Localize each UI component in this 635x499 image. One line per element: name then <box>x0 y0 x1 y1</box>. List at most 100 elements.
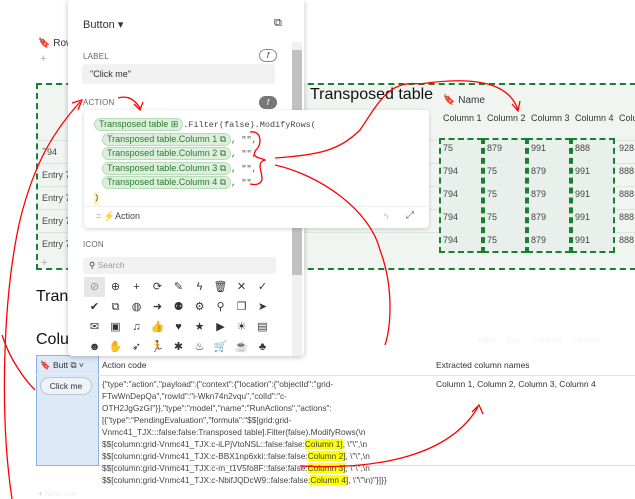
icon-option-10-icon[interactable]: ⧉ <box>111 301 120 313</box>
icon-option-25-icon[interactable]: ☀ <box>236 321 247 333</box>
lightning-icon[interactable]: ϟ <box>384 211 389 221</box>
icon-option-33-icon[interactable]: 🛒 <box>213 341 228 353</box>
table-chip[interactable]: Transposed table ⊞ <box>94 118 184 131</box>
table-cell[interactable]: 991 <box>575 189 591 199</box>
icon-option-28-icon[interactable]: ✋ <box>108 341 123 353</box>
table-cell[interactable]: 794 <box>443 212 459 222</box>
icon-option-1-icon[interactable]: ⊕ <box>110 281 121 293</box>
action-code-cell: {"type":"action","payload":{"context":{"… <box>102 378 428 486</box>
icon-option-13-icon[interactable]: ⚉ <box>173 301 184 313</box>
icon-option-8-icon[interactable]: ✓ <box>257 281 268 293</box>
icon-option-34-icon[interactable]: ☕ <box>234 341 249 353</box>
icon-option-27-icon[interactable]: ☻ <box>88 341 101 353</box>
column-chip[interactable]: Transposed table.Column 4 ⧉ <box>102 176 232 189</box>
columns-button[interactable]: Columns <box>530 336 563 345</box>
table-cell[interactable]: 991 <box>575 166 591 176</box>
column-settings-icon[interactable]: ⧉ <box>274 17 282 29</box>
result-type-label: Action <box>115 211 141 221</box>
icon-option-30-icon[interactable]: 🏃 <box>150 341 165 353</box>
icon-option-17-icon[interactable]: ➤ <box>257 301 268 313</box>
icon-option-5-icon[interactable]: ϟ <box>196 281 203 293</box>
column-header[interactable]: Column 3 <box>531 113 570 123</box>
column-chip[interactable]: Transposed table.Column 3 ⧉ <box>102 161 232 175</box>
table-cell[interactable]: 794 <box>443 166 459 176</box>
icon-option-16-icon[interactable]: ❐ <box>236 301 247 313</box>
icon-option-0-icon[interactable]: ⊘ <box>84 277 105 297</box>
table-cell[interactable]: 879 <box>487 143 503 153</box>
highlighted-column-name: Column 3] <box>307 463 346 473</box>
expand-icon[interactable]: ⤢ <box>406 210 414 221</box>
button-column[interactable] <box>36 355 99 466</box>
icon-option-11-icon[interactable]: ◍ <box>131 301 142 313</box>
formula-toggle-icon[interactable]: f <box>259 96 277 109</box>
icon-option-12-icon[interactable]: ➜ <box>152 301 163 313</box>
icon-option-9-icon[interactable]: ✔ <box>89 301 100 313</box>
icon-option-21-icon[interactable]: 👍 <box>150 321 165 333</box>
column-chip[interactable]: Transposed table.Column 1 ⧉ <box>102 132 232 146</box>
row-label: Row <box>53 38 74 49</box>
table-cell[interactable]: 991 <box>575 235 591 245</box>
table-cell[interactable]: 928 <box>619 143 635 153</box>
action-code-header[interactable]: Action code <box>102 360 147 370</box>
extracted-header[interactable]: Extracted column names <box>436 360 530 370</box>
column-header[interactable]: Column 4 <box>575 113 614 123</box>
icon-option-23-icon[interactable]: ★ <box>194 321 205 333</box>
filter-button[interactable]: Filter <box>478 336 496 345</box>
formula-separator: , "" <box>231 178 252 188</box>
add-row-button[interactable]: + <box>41 257 48 269</box>
table-cell[interactable]: 991 <box>531 143 547 153</box>
icon-option-24-icon[interactable]: ▶ <box>216 321 225 333</box>
table-cell[interactable]: 75 <box>443 143 454 153</box>
icon-option-26-icon[interactable]: ▤ <box>257 321 268 333</box>
formula-editor[interactable]: Transposed table ⊞.Filter(false).ModifyR… <box>84 110 429 228</box>
icon-option-20-icon[interactable]: ♫ <box>132 321 141 333</box>
icon-option-15-icon[interactable]: ⚲ <box>216 301 225 313</box>
icon-option-7-icon[interactable]: ✕ <box>236 281 247 293</box>
column-header[interactable]: Column 1 <box>443 113 482 123</box>
code-line: $$[column:grid-Vnmc41_TJX:c-NbifJQDcW9::… <box>102 474 428 486</box>
column-header[interactable]: Column 2 <box>487 113 526 123</box>
table-cell[interactable]: 794 <box>443 235 459 245</box>
icon-option-32-icon[interactable]: ♨ <box>194 341 205 353</box>
icon-option-14-icon[interactable]: ⚙ <box>194 301 205 313</box>
icon-option-31-icon[interactable]: ✱ <box>173 341 184 353</box>
icon-option-4-icon[interactable]: ✎ <box>173 281 184 293</box>
table-cell[interactable]: 879 <box>531 212 547 222</box>
table-cell[interactable]: 75 <box>487 235 498 245</box>
options-button[interactable]: Options <box>572 336 601 345</box>
table-cell[interactable]: 888 <box>619 235 635 245</box>
table-cell[interactable]: 879 <box>531 189 547 199</box>
icon-option-2-icon[interactable]: + <box>133 281 140 293</box>
table-cell[interactable]: 794 <box>443 189 459 199</box>
button-column-header[interactable]: 🔖 Butt ⧉ ˅ <box>40 360 84 370</box>
icon-option-6-icon[interactable]: 🗑 <box>213 281 228 293</box>
new-row-button[interactable]: + New row <box>38 489 77 498</box>
table-cell[interactable]: 888 <box>575 143 591 153</box>
formula-toggle-icon[interactable]: f <box>259 49 277 62</box>
table-cell[interactable]: 75 <box>487 189 498 199</box>
panel-title[interactable]: Button ▾ <box>83 19 124 31</box>
click-me-button[interactable]: Click me <box>40 377 92 395</box>
label-input[interactable]: "Click me" <box>82 64 275 84</box>
table-cell[interactable]: 991 <box>575 212 591 222</box>
column-chip[interactable]: Transposed table.Column 2 ⧉ <box>102 147 232 160</box>
sort-button[interactable]: Sort <box>506 336 521 345</box>
icon-option-29-icon[interactable]: ➶ <box>131 341 142 353</box>
icon-option-19-icon[interactable]: ▣ <box>110 321 121 333</box>
icon-option-3-icon[interactable]: ⟳ <box>152 281 163 293</box>
table-cell[interactable]: 75 <box>487 166 498 176</box>
table-cell[interactable]: 888 <box>619 212 635 222</box>
table-cell[interactable]: 888 <box>619 166 635 176</box>
icon-search-input[interactable]: ⚲ Search <box>83 257 276 274</box>
table-cell[interactable]: 75 <box>487 212 498 222</box>
table-cell[interactable]: 879 <box>531 235 547 245</box>
icon-option-18-icon[interactable]: ✉ <box>89 321 100 333</box>
table-cell[interactable]: 888 <box>619 189 635 199</box>
column-header[interactable]: Column 5 <box>619 113 635 123</box>
add-row-button[interactable]: + <box>40 53 47 65</box>
icon-option-22-icon[interactable]: ♥ <box>175 321 182 333</box>
formula-separator: , "", <box>231 163 257 174</box>
icon-option-35-icon[interactable]: ♣ <box>258 341 267 353</box>
table-cell[interactable]: 879 <box>531 166 547 176</box>
name-cell[interactable]: 794 <box>42 147 58 157</box>
